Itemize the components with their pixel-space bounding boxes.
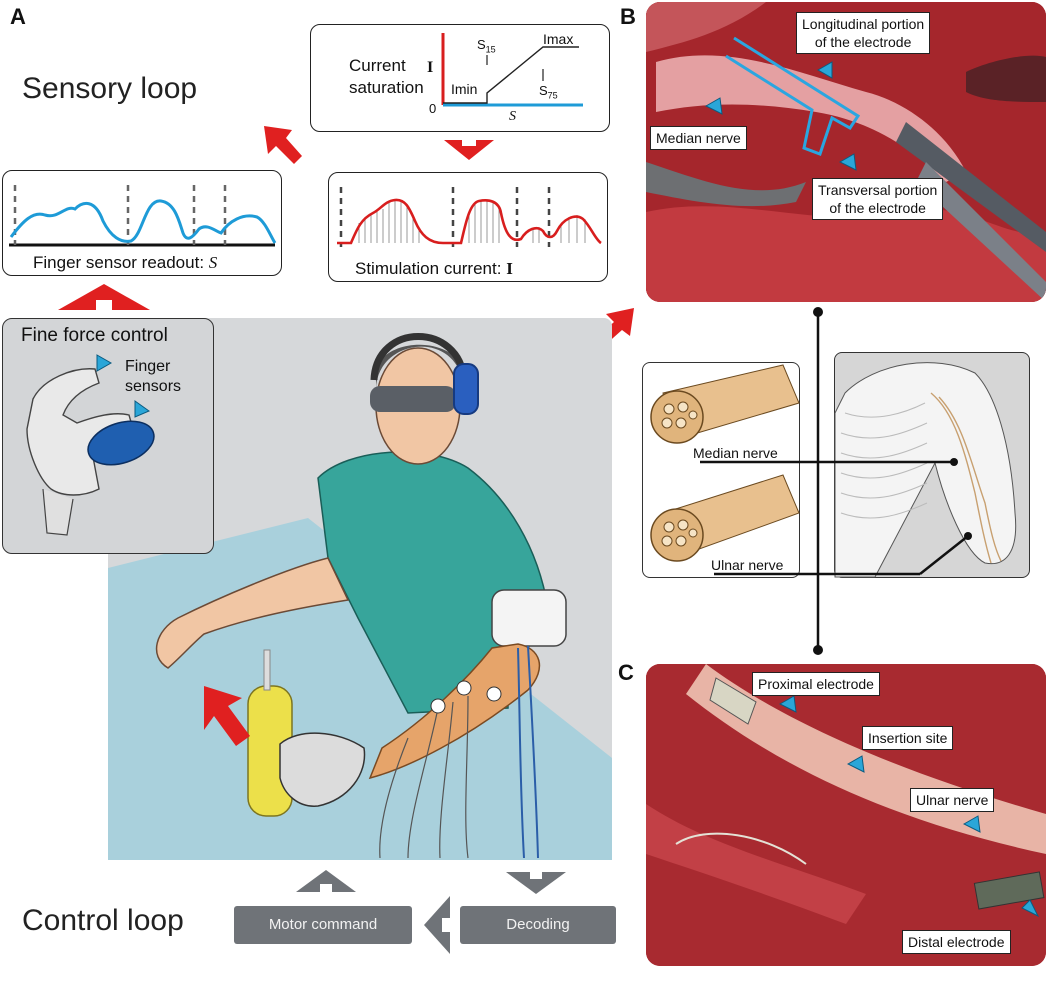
blindfold [370,386,456,412]
saturation-curve [441,33,583,107]
finger-readout-box: Finger sensor readout: S [2,170,282,276]
patient-scene [108,333,612,860]
saturation-y-symbol: I [427,59,434,76]
surgery-photo-c [646,664,1046,966]
arm-cuff [491,589,567,647]
prosthetic-forearm [368,643,541,780]
readout-plot [9,185,277,247]
panel-connectors [813,307,823,655]
finger-sensor-marker-1 [96,354,113,372]
electrode-outline [725,36,861,156]
arrow-up-red [58,284,150,310]
imax-label: Imax [543,31,574,47]
finger-sensors-label: Finger sensors [125,358,182,395]
fine-force-title: Fine force control [21,325,168,346]
saturation-line [443,46,579,104]
arrow-up-gray [296,870,356,892]
motor-command-button[interactable]: Motor command [234,906,412,944]
panel-label-b: B [620,4,636,29]
saturation-title-line2: saturation [349,78,424,97]
finger-readout-caption: Finger sensor readout: S [33,253,218,272]
panel-b-photo: Longitudinal portion of the electrode Me… [646,2,1046,302]
label-median-nerve: Median nerve [693,445,778,461]
label-ulnar-nerve: Ulnar nerve [711,557,784,573]
marker-insertion [846,755,865,773]
proximal-electrode-shape [709,677,757,725]
arrow-upleft-red [264,126,302,164]
s15-label: S15 [477,37,496,55]
arrow-table-red [204,686,250,746]
panel-c-photo: Proximal electrode Insertion site Ulnar … [646,664,1046,966]
distal-electrode-shape [973,871,1045,910]
stimulation-caption: Stimulation current: I [355,259,513,278]
marker-longitudinal [816,61,833,79]
robotic-hand [279,732,366,807]
fine-force-inset: Fine force control Finger sensors [2,318,214,554]
current-saturation-box: Current saturation I 0 S15 Imax Imin S75… [310,24,610,132]
saturation-zero: 0 [429,101,437,116]
bottle-straw [263,649,271,691]
stimulation-plot [337,187,602,247]
callout-distal-electrode: Distal electrode [902,930,1011,954]
marker-distal [1021,899,1040,918]
headphone-cup [453,363,479,415]
s75-label: S75 [539,83,558,101]
marker-ulnar [962,815,981,833]
panel-label-a: A [10,4,26,29]
sensory-loop-title: Sensory loop [22,72,198,105]
headphone-band [370,333,468,381]
arrow-down-gray [506,872,566,894]
callout-median-nerve: Median nerve [650,126,747,150]
imin-label: Imin [451,81,478,97]
callout-ulnar-nerve: Ulnar nerve [910,788,995,812]
callout-longitudinal: Longitudinal portion of the electrode [796,12,931,54]
callout-insertion-site: Insertion site [862,726,954,750]
arrow-left-gray [424,896,450,954]
finger-sensor-marker-2 [134,400,151,418]
panel-label-c: C [618,660,634,685]
surgery-photo-b [646,2,1046,302]
nerve-crosssection-box: Median nerve Ulnar nerve [642,362,800,578]
stimulation-box: Stimulation current: I [328,172,608,282]
saturation-x-symbol: S [509,109,516,124]
marker-median [704,97,723,115]
saturation-title-line1: Current [349,56,406,75]
marker-proximal [778,695,797,713]
callout-transversal: Transversal portion of the electrode [812,178,944,220]
marker-transversal [838,153,857,171]
left-arm [155,557,350,669]
nerve-pointer-lines [700,458,972,576]
anatomy-illustration [834,362,1017,578]
hand-wrist [42,488,74,536]
blue-object [87,420,155,466]
anatomy-box [834,352,1030,578]
fine-force-illustration [26,354,155,536]
decoding-button[interactable]: Decoding [460,906,616,944]
control-loop-title: Control loop [22,904,184,937]
arrow-down-red-1 [444,140,494,160]
callout-proximal-electrode: Proximal electrode [752,672,880,696]
nerve-illustrations [650,364,800,562]
